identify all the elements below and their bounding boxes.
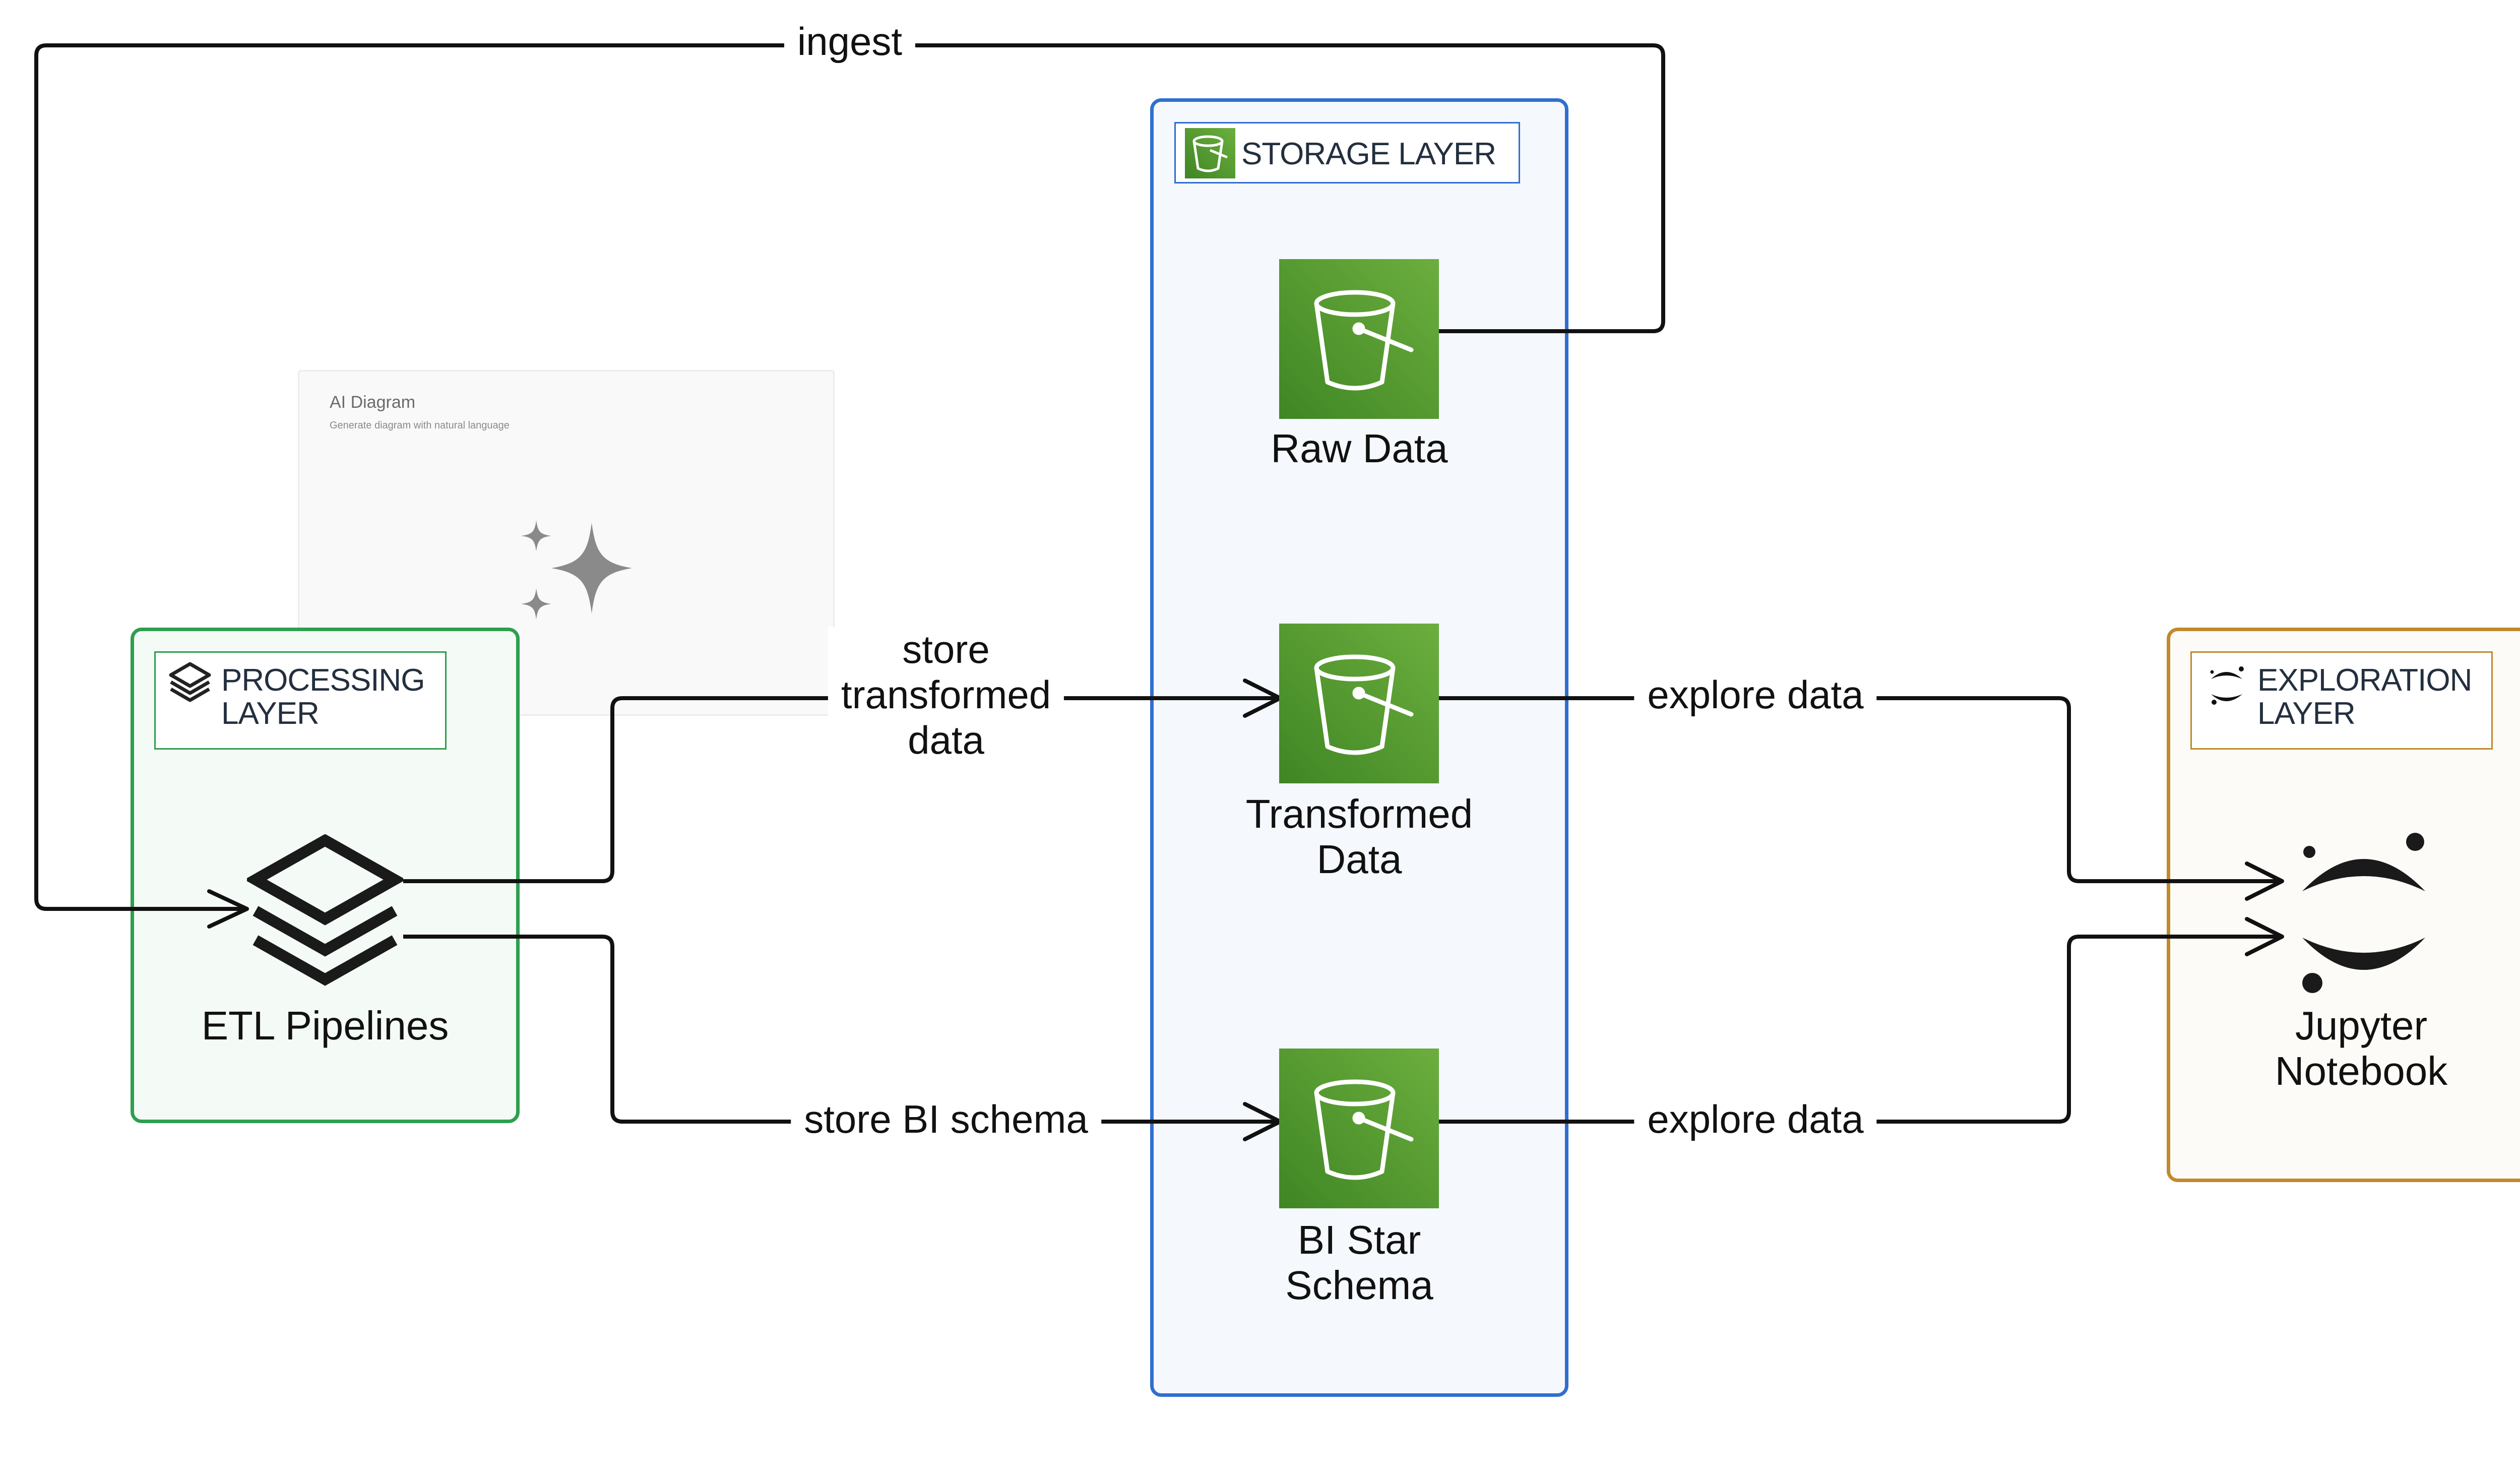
exploration-layer-label: EXPLORATION LAYER xyxy=(2257,663,2472,731)
storage-layer-label: STORAGE LAYER xyxy=(1241,137,1496,171)
jupyter-small-icon xyxy=(2210,666,2244,705)
jupyter-notebook-label: Jupyter Notebook xyxy=(2275,1003,2448,1093)
edge-explore-transformed-line xyxy=(1439,696,2281,883)
edge-store-bi-line xyxy=(403,935,1276,1124)
jupyter-icon[interactable] xyxy=(2288,832,2439,1003)
edge-explore-bi-line xyxy=(1439,935,2281,1124)
databricks-icon[interactable] xyxy=(247,834,403,996)
arrowhead-explore-bi xyxy=(2245,917,2284,956)
sparkle-icon xyxy=(521,520,632,620)
edge-label-explore-transformed: explore data xyxy=(1634,672,1877,717)
edge-label-store-transformed: store transformed data xyxy=(828,627,1064,763)
storage-layer-title: STORAGE LAYER xyxy=(1174,122,1520,183)
processing-layer-label: PROCESSING LAYER xyxy=(221,663,425,731)
s3-bucket-icon-transformed[interactable] xyxy=(1279,624,1439,783)
s3-bucket-small-icon xyxy=(1185,128,1235,178)
s3-bucket-icon-raw[interactable] xyxy=(1279,259,1439,419)
edge-store-transformed-line xyxy=(403,696,1276,883)
etl-pipelines-label: ETL Pipelines xyxy=(201,1003,449,1048)
edge-label-store-bi: store BI schema xyxy=(791,1096,1101,1142)
processing-layer-title: PROCESSING LAYER xyxy=(154,651,447,750)
arrowhead-explore-transformed xyxy=(2245,861,2284,901)
edge-label-explore-bi: explore data xyxy=(1634,1096,1877,1142)
edge-label-ingest: ingest xyxy=(784,19,916,64)
exploration-layer-title: EXPLORATION LAYER xyxy=(2190,651,2493,750)
ai-diagram-subtitle: Generate diagram with natural language xyxy=(330,420,510,431)
transformed-data-label: Transformed Data xyxy=(1245,791,1473,882)
ai-diagram-title: AI Diagram xyxy=(330,393,416,412)
raw-data-label: Raw Data xyxy=(1271,426,1448,471)
bi-star-schema-label: BI Star Schema xyxy=(1285,1217,1433,1308)
databricks-small-icon xyxy=(169,662,211,702)
arrowhead-ingest xyxy=(207,889,249,929)
s3-bucket-icon-bi[interactable] xyxy=(1279,1049,1439,1208)
